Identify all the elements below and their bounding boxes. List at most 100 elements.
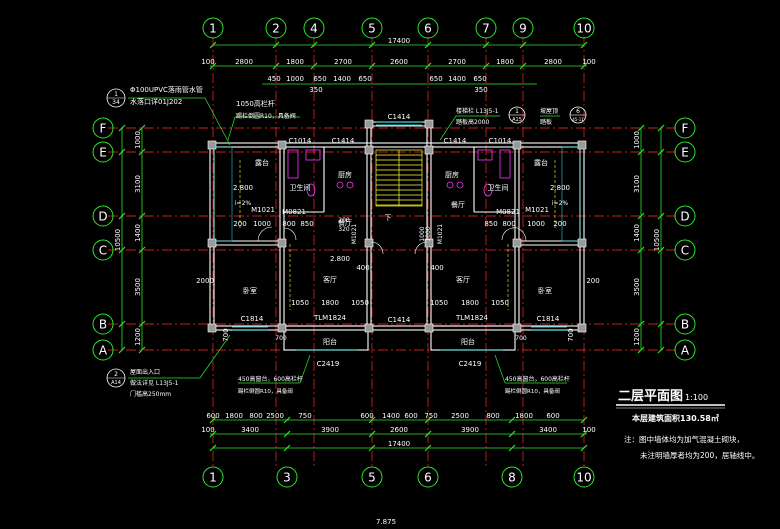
- dim-inner-1050-r1: 1050: [430, 299, 448, 307]
- walls: [209, 121, 585, 351]
- axis-top-bubble-5-label: 7: [482, 22, 490, 36]
- dim-inner-1000-left: 1000: [253, 220, 271, 228]
- room-yang-left: 阳台: [323, 337, 337, 346]
- axis-right-bubble-5: A: [674, 339, 696, 361]
- axis-left-bubble-0-label: F: [100, 122, 107, 136]
- column-9: [424, 238, 434, 248]
- door-swings: [257, 226, 527, 255]
- room-kitchen-left: 厨房: [338, 170, 352, 179]
- room-bedroom-right: 卧室: [538, 286, 552, 295]
- dim-bottom-row2-3: 2600: [390, 426, 408, 434]
- dim-bottom-row1-5: 600: [360, 412, 373, 420]
- drawing-title: 二层平面图: [618, 389, 683, 404]
- dim-inner-200-left: 200: [233, 220, 246, 228]
- column-11: [577, 238, 587, 248]
- axis-bottom-bubble-3-label: 6: [424, 471, 432, 485]
- dim-top-row2-1: 2800: [235, 58, 253, 66]
- axis-left-bubble-5-label: A: [99, 344, 108, 358]
- axis-left-bubble-4: B: [92, 313, 114, 335]
- label-m1021-mid-left: M1021: [351, 224, 358, 245]
- axis-bottom-bubble-5-label: 10: [576, 471, 591, 485]
- axis-bottom-bubble-2: 5: [361, 466, 383, 488]
- column-4: [512, 140, 522, 150]
- dim-top-row2-5: 2700: [448, 58, 466, 66]
- room-balcony-right: 露台: [534, 158, 548, 167]
- column-12: [207, 323, 217, 333]
- ann-roof-1: 坡屋顶: [540, 107, 558, 115]
- column-15: [424, 323, 434, 333]
- axis-right-bubble-1: E: [674, 141, 696, 163]
- dim-inner-200-right: 200: [553, 220, 566, 228]
- dimension-ticks: [118, 41, 665, 452]
- axis-right-bubble-3: C: [674, 239, 696, 261]
- dim-inner-800-right: 800: [502, 220, 515, 228]
- dim-top-small-0: 350: [309, 86, 322, 94]
- dim-inner-1050-l1: 1050: [291, 299, 309, 307]
- ann-roof-2: 踏板: [540, 118, 552, 126]
- dim-top-total: 17400: [388, 37, 410, 45]
- dim-left-inner-1: 700: [222, 328, 230, 341]
- label-c1014-right: C1014: [489, 137, 512, 145]
- label-c1414-left: C1414: [332, 137, 355, 145]
- dim-top-row2-2: 1800: [286, 58, 304, 66]
- axis-top-bubble-1: 2: [265, 17, 287, 39]
- dim-right-vert-2: 1400: [633, 224, 641, 242]
- dim-left-total: 10500: [114, 229, 122, 251]
- dim-bottom-row2-0: 100: [201, 426, 214, 434]
- dim-top-row3-2: 650: [313, 75, 326, 83]
- axis-right-bubble-2: D: [674, 205, 696, 227]
- column-19: [424, 145, 434, 155]
- column-7: [277, 238, 287, 248]
- title-block: 二层平面图 1:100 本层建筑面积130.58㎡ 注：图中墙体均为加气混凝土砌…: [616, 389, 759, 460]
- ann-entry-2: 做法详见 L13J5-1: [130, 379, 179, 387]
- dim-bottom-row1-10: 800: [486, 412, 499, 420]
- dim-right-vert-4: 1200: [633, 328, 641, 346]
- dim-top-row2-6: 1800: [496, 58, 514, 66]
- dim-top-row3-3: 1400: [333, 75, 351, 83]
- axis-left-bubble-3-label: C: [99, 244, 107, 258]
- dim-top-row3-6: 1400: [448, 75, 466, 83]
- dim-left-vert-0: 1000: [134, 131, 142, 149]
- dim-inner-1000-right: 1000: [527, 220, 545, 228]
- axis-left-bubble-1-label: E: [99, 146, 107, 160]
- dim-left-vert-3: 3500: [134, 278, 142, 296]
- dimension-lines: [121, 44, 662, 449]
- axis-bottom-bubble-0: 1: [202, 466, 224, 488]
- dim-inner-400-l: 400: [356, 264, 369, 272]
- ann-pipe-1: Φ100UPVC落雨管水管: [130, 85, 203, 94]
- slope-right: i=2%: [552, 200, 569, 207]
- note-line-2: 未注明墙厚者均为200，居轴线中。: [640, 450, 759, 460]
- axis-left-bubble-2: D: [92, 205, 114, 227]
- column-8: [364, 238, 374, 248]
- dim-right-vert-1: 3100: [633, 175, 641, 193]
- dim-bottom-row2-1: 3400: [241, 426, 259, 434]
- leader-lines: [128, 97, 567, 384]
- ref-left-top: 1: [114, 91, 118, 98]
- dim-bottom-row2-4: 3900: [461, 426, 479, 434]
- dim-left-vert-4: 1200: [134, 328, 142, 346]
- dim-top-row2-4: 2600: [390, 58, 408, 66]
- detail-ref-left: 1 34: [106, 88, 126, 108]
- axis-top-bubble-0: 1: [202, 17, 224, 39]
- axis-bottom-bubble-1: 3: [276, 466, 298, 488]
- axis-left-bubble-3: C: [92, 239, 114, 261]
- axis-top-bubble-4-label: 6: [424, 22, 432, 36]
- dashed-lines: [239, 160, 556, 310]
- room-living-right: 客厅: [456, 275, 470, 284]
- axis-top-bubble-4: 6: [417, 17, 439, 39]
- dim-inner-320-mid: 320: [338, 226, 350, 233]
- label-c2419-left: C2419: [317, 360, 340, 368]
- axis-right-bubble-0-label: F: [682, 122, 689, 136]
- column-0: [207, 140, 217, 150]
- axis-top-bubble-1-label: 2: [272, 22, 280, 36]
- room-bath-right: 卫生间: [488, 183, 509, 192]
- dim-bottom-row1-4: 750: [298, 412, 311, 420]
- axis-left-bubble-1: E: [92, 141, 114, 163]
- dim-inner-400-r: 400: [430, 264, 443, 272]
- axis-top-bubble-0-label: 1: [209, 22, 217, 36]
- dim-left-vert-2: 1400: [134, 224, 142, 242]
- label-m1021-right: M1021: [525, 206, 549, 214]
- dim-bottom-row1-12: 600: [546, 412, 559, 420]
- detail-ref-bottom-left: 2 A14: [106, 368, 126, 388]
